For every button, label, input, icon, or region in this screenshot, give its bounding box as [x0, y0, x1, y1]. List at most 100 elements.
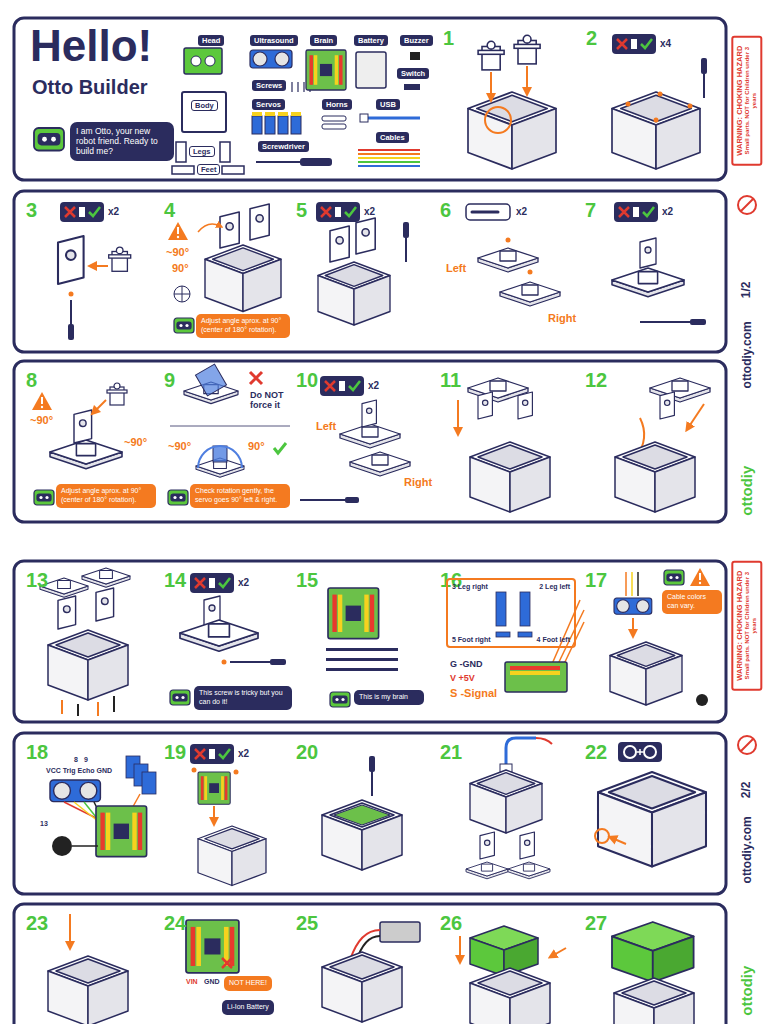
tip-bubble-text: NOT HERE!	[229, 979, 267, 988]
part-label: Screwdriver	[258, 141, 309, 152]
subtitle: Otto Builder	[32, 76, 148, 99]
website: ottodiy.com	[740, 321, 754, 388]
speech-bubble-text: I am Otto, your new robot friend. Ready …	[76, 126, 168, 157]
warning-box: WARNING: CHOKING HAZARDSmall parts. NOT …	[731, 560, 762, 690]
step-number: 18	[26, 742, 48, 762]
step-number: 17	[585, 570, 607, 590]
step-number: 15	[296, 570, 318, 590]
step-number: 24	[164, 913, 186, 933]
quantity: x2	[108, 206, 119, 218]
warning-note: Do NOT force it	[250, 390, 292, 411]
page-number: 1/2	[740, 282, 754, 299]
warning-box-text: Small parts. NOT for Children under 3 ye…	[744, 40, 758, 160]
tip-bubble: Check rotation gently, the servo goes 90…	[190, 484, 290, 508]
step-number: 4	[164, 200, 175, 220]
part-label: Servos	[252, 99, 285, 110]
part-label-text: Body	[195, 101, 214, 110]
angle-label: ~90°	[30, 414, 53, 427]
part-label: Switch	[397, 68, 429, 79]
part-label: Brain	[310, 35, 337, 46]
angle-label: ~90°	[166, 246, 189, 259]
wiring-box-text: 4 Foot left	[537, 636, 570, 643]
tip-bubble-text: This is my brain	[359, 693, 419, 702]
step-number: 22	[585, 742, 607, 762]
tip-bubble: Adjust angle aprox. at 90° (center of 18…	[56, 484, 156, 508]
part-label-text: Switch	[401, 69, 425, 78]
step-number: 27	[585, 913, 607, 933]
pin-label: V +5V	[450, 673, 475, 683]
pin-label: S -Signal	[450, 687, 497, 700]
angle-label: ~90°	[124, 436, 147, 449]
tip-bubble-text: Check rotation gently, the servo goes 90…	[195, 487, 285, 505]
part-label: Screws	[252, 80, 286, 91]
wiring-box-text: 5 Foot right	[452, 636, 491, 643]
part-label: Cables	[376, 132, 409, 143]
part-label-text: Battery	[358, 36, 384, 45]
step-number: 7	[585, 200, 596, 220]
quantity: x2	[516, 206, 527, 218]
part-label: USB	[376, 99, 400, 110]
step-number: 11	[440, 370, 461, 390]
side-label: Right	[404, 476, 432, 489]
part-label-text: Brain	[314, 36, 333, 45]
part-label-text: Screwdriver	[262, 142, 305, 151]
step-number: 13	[26, 570, 48, 590]
part-label: Battery	[354, 35, 388, 46]
warning-box-text: WARNING: CHOKING HAZARD	[735, 40, 744, 160]
step-number: 6	[440, 200, 451, 220]
step-number: 21	[440, 742, 462, 762]
pin-number: 9	[84, 756, 88, 764]
part-label: Horns	[322, 99, 352, 110]
part-label-text: Ultrasound	[254, 36, 294, 45]
brand-logo: ottodiy	[738, 465, 755, 515]
pin-label: VIN	[186, 978, 198, 986]
part-label-text: Feet	[201, 165, 216, 174]
pin-number: 8	[74, 756, 78, 764]
pin-number: 13	[40, 820, 48, 828]
step-number: 23	[26, 913, 48, 933]
warning-box-text: Small parts. NOT for Children under 3 ye…	[744, 565, 758, 685]
angle-label: 90°	[248, 440, 265, 453]
side-label: Left	[316, 420, 336, 433]
tip-bubble: Adjust angle aprox. at 90° (center of 18…	[196, 314, 290, 338]
part-label: Feet	[197, 164, 220, 175]
step-number: 5	[296, 200, 307, 220]
pin-label: G -GND	[450, 659, 483, 669]
part-label-text: Legs	[193, 147, 211, 156]
wiring-box-text: 2 Leg left	[539, 583, 570, 590]
step-number: 25	[296, 913, 318, 933]
step-number: 2	[586, 28, 597, 48]
tip-bubble-text: Adjust angle aprox. at 90° (center of 18…	[61, 487, 151, 505]
part-label-text: Buzzer	[404, 36, 429, 45]
step-number: 19	[164, 742, 186, 762]
side-label: Right	[548, 312, 576, 325]
battery-label-text: Li-Ion Battery	[227, 1003, 269, 1012]
step-number: 8	[26, 370, 37, 390]
quantity: x2	[364, 206, 375, 218]
part-label-text: USB	[380, 100, 396, 109]
tip-bubble: Cable colors can vary.	[662, 590, 722, 614]
warning-box: WARNING: CHOKING HAZARDSmall parts. NOT …	[731, 35, 762, 165]
part-label: Ultrasound	[250, 35, 298, 46]
part-label: Head	[198, 35, 224, 46]
wiring-box-text: 3 Leg right	[452, 583, 488, 590]
part-label: Legs	[189, 146, 215, 157]
step-number: 26	[440, 913, 462, 933]
angle-label: 90°	[172, 262, 189, 275]
quantity: x2	[238, 748, 249, 760]
tip-bubble-text: Adjust angle aprox. at 90° (center of 18…	[201, 317, 285, 335]
step-number: 14	[164, 570, 186, 590]
step-number: 1	[443, 28, 454, 48]
quantity: x2	[238, 577, 249, 589]
part-label: Body	[191, 100, 218, 111]
part-label-text: Screws	[256, 81, 282, 90]
tip-bubble-text: Cable colors can vary.	[667, 593, 717, 611]
title-text: Hello!	[30, 24, 152, 68]
tip-bubble: NOT HERE!	[224, 976, 272, 991]
page-number: 2/2	[740, 782, 754, 799]
part-label: Buzzer	[400, 35, 433, 46]
tip-bubble: This is my brain	[354, 690, 424, 705]
pin-label: VCC Trig Echo GND	[46, 767, 112, 775]
step-number: 3	[26, 200, 37, 220]
